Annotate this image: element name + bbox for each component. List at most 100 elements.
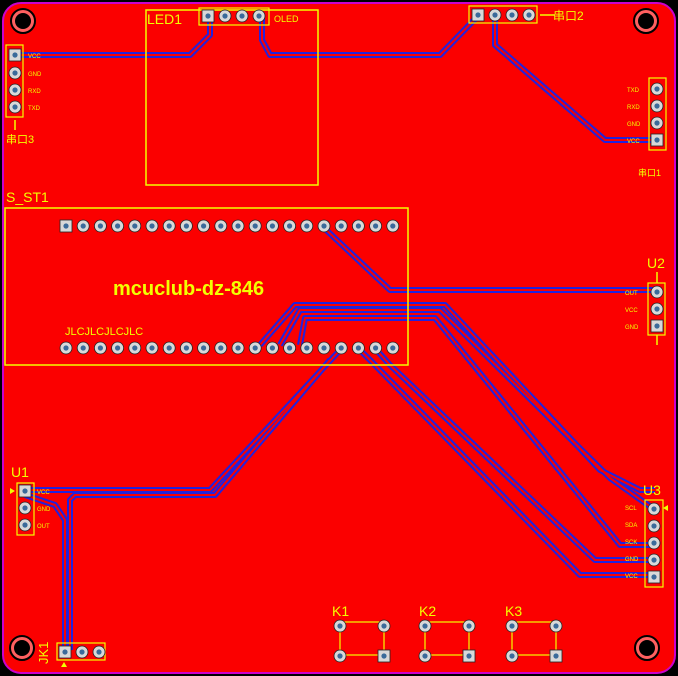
uart3-pad [8, 100, 22, 114]
uart3-label: 串口3 [6, 133, 34, 146]
mcu-bottom-pad [351, 341, 365, 355]
uart3-pad [8, 83, 22, 97]
mcu-bottom-pad [248, 341, 262, 355]
button-pad [462, 619, 476, 633]
button-pad [549, 619, 563, 633]
mcu-top-pad [283, 219, 297, 233]
u1-pin-1: VCC [37, 490, 50, 496]
mcu-top-pad [300, 219, 314, 233]
k2-label: K2 [419, 603, 436, 619]
jk1-pad [92, 645, 106, 659]
mcu-bottom-pad [94, 341, 107, 355]
u1-pad [18, 518, 32, 532]
button-pad [418, 649, 432, 663]
uart1-pin-2: RXD [627, 105, 640, 111]
jlc-mark: JLCJLCJLCJLC [65, 326, 143, 338]
mcu-bottom-pad [76, 341, 90, 355]
uart3-pin-4: TXD [28, 106, 41, 112]
led1-pad [218, 9, 232, 23]
mcu-top-pad [162, 219, 176, 233]
k3-label: K3 [505, 603, 522, 619]
mcu-bottom-pad [300, 341, 314, 355]
u1-pad [18, 501, 32, 515]
uart2-label: 串口2 [553, 9, 584, 23]
led1-pad [252, 9, 266, 23]
mcu-bottom-pad [231, 341, 245, 355]
u2-pin-1: OUT [625, 291, 638, 297]
u2-pad [650, 302, 664, 316]
mcu-top-pad [59, 219, 73, 233]
u2-footprint: U2 OUT VCC GND [625, 255, 666, 345]
jk1-pad [75, 645, 89, 659]
u3-pin-2: SDA [625, 523, 637, 529]
mcu-top-pad [351, 219, 365, 233]
uart1-footprint: TXD RXD GND VCC 串口1 [627, 77, 667, 178]
button-pad [462, 649, 476, 663]
u3-pin-4: GND [625, 557, 639, 563]
uart1-label: 串口1 [638, 168, 661, 178]
u3-pin-5: VCC [625, 574, 638, 580]
u3-pad [647, 519, 661, 533]
button-pad [418, 619, 432, 633]
u2-pin-2: VCC [625, 308, 638, 314]
mcu-bottom-pad [179, 341, 193, 355]
mcu-top-pad [179, 219, 193, 233]
u2-pad [650, 285, 664, 299]
uart2-footprint: 串口2 [468, 5, 584, 24]
u3-pin-3: SCK [625, 540, 637, 546]
uart3-pin-2: GND [28, 72, 42, 78]
jk1-label: JK1 [36, 642, 51, 664]
u1-pad [18, 484, 32, 498]
mcu-footprint: S_ST1 mcuclub-dz-846 JLCJLCJLCJLC [4, 189, 409, 366]
button-k3: K3 [505, 603, 557, 656]
mcu-top-pad [76, 219, 90, 233]
u1-pin-2: GND [37, 507, 51, 513]
mcu-bottom-pad [111, 341, 124, 355]
u1-pin-3: OUT [37, 524, 50, 530]
jk1-pad [58, 645, 72, 659]
mcu-bottom-pad [386, 341, 400, 355]
u3-pad [647, 553, 661, 567]
button-pad [333, 619, 347, 633]
u3-pad [647, 570, 661, 584]
traces [15, 13, 657, 650]
u1-label: U1 [11, 464, 29, 480]
mcu-top-pad [94, 219, 107, 233]
button-pad [505, 619, 519, 633]
mcu-top-pad [265, 219, 279, 233]
mcu-top-pad [214, 219, 228, 233]
u2-pin-3: GND [625, 325, 639, 331]
mcu-top-pad [386, 219, 400, 233]
mcu-bottom-pad [334, 341, 348, 355]
mcu-top-pad [128, 219, 142, 233]
mcu-top-pad [248, 219, 262, 233]
button-pad [333, 649, 347, 663]
button-pad [377, 649, 391, 663]
uart2-pad [471, 8, 485, 22]
k1-label: K1 [332, 603, 349, 619]
u3-pad [647, 502, 661, 516]
u3-pad [647, 536, 661, 550]
led1-label: LED1 [147, 11, 182, 27]
oled-label: OLED [274, 14, 299, 24]
mcu-bottom-pad [283, 341, 297, 355]
mcu-bottom-pad [162, 341, 176, 355]
mcu-bottom-pad [317, 341, 331, 355]
mcu-bottom-pad [59, 341, 73, 355]
uart2-pad [505, 8, 519, 22]
uart1-pad [650, 99, 664, 113]
button-pad [377, 619, 391, 633]
uart1-pad [650, 133, 664, 147]
board-title: mcuclub-dz-846 [113, 278, 264, 300]
button-k1: K1 [332, 603, 385, 656]
s-st1-label: S_ST1 [6, 189, 49, 205]
u3-footprint: U3 SCL SDA SCK GND VCC [625, 482, 668, 588]
mcu-bottom-pad [128, 341, 142, 355]
pads [8, 8, 664, 663]
uart1-pin-4: VCC [627, 139, 640, 145]
uart1-pin-3: GND [627, 122, 641, 128]
button-pad [549, 649, 563, 663]
button-pad [505, 649, 519, 663]
mcu-bottom-pad [214, 341, 228, 355]
